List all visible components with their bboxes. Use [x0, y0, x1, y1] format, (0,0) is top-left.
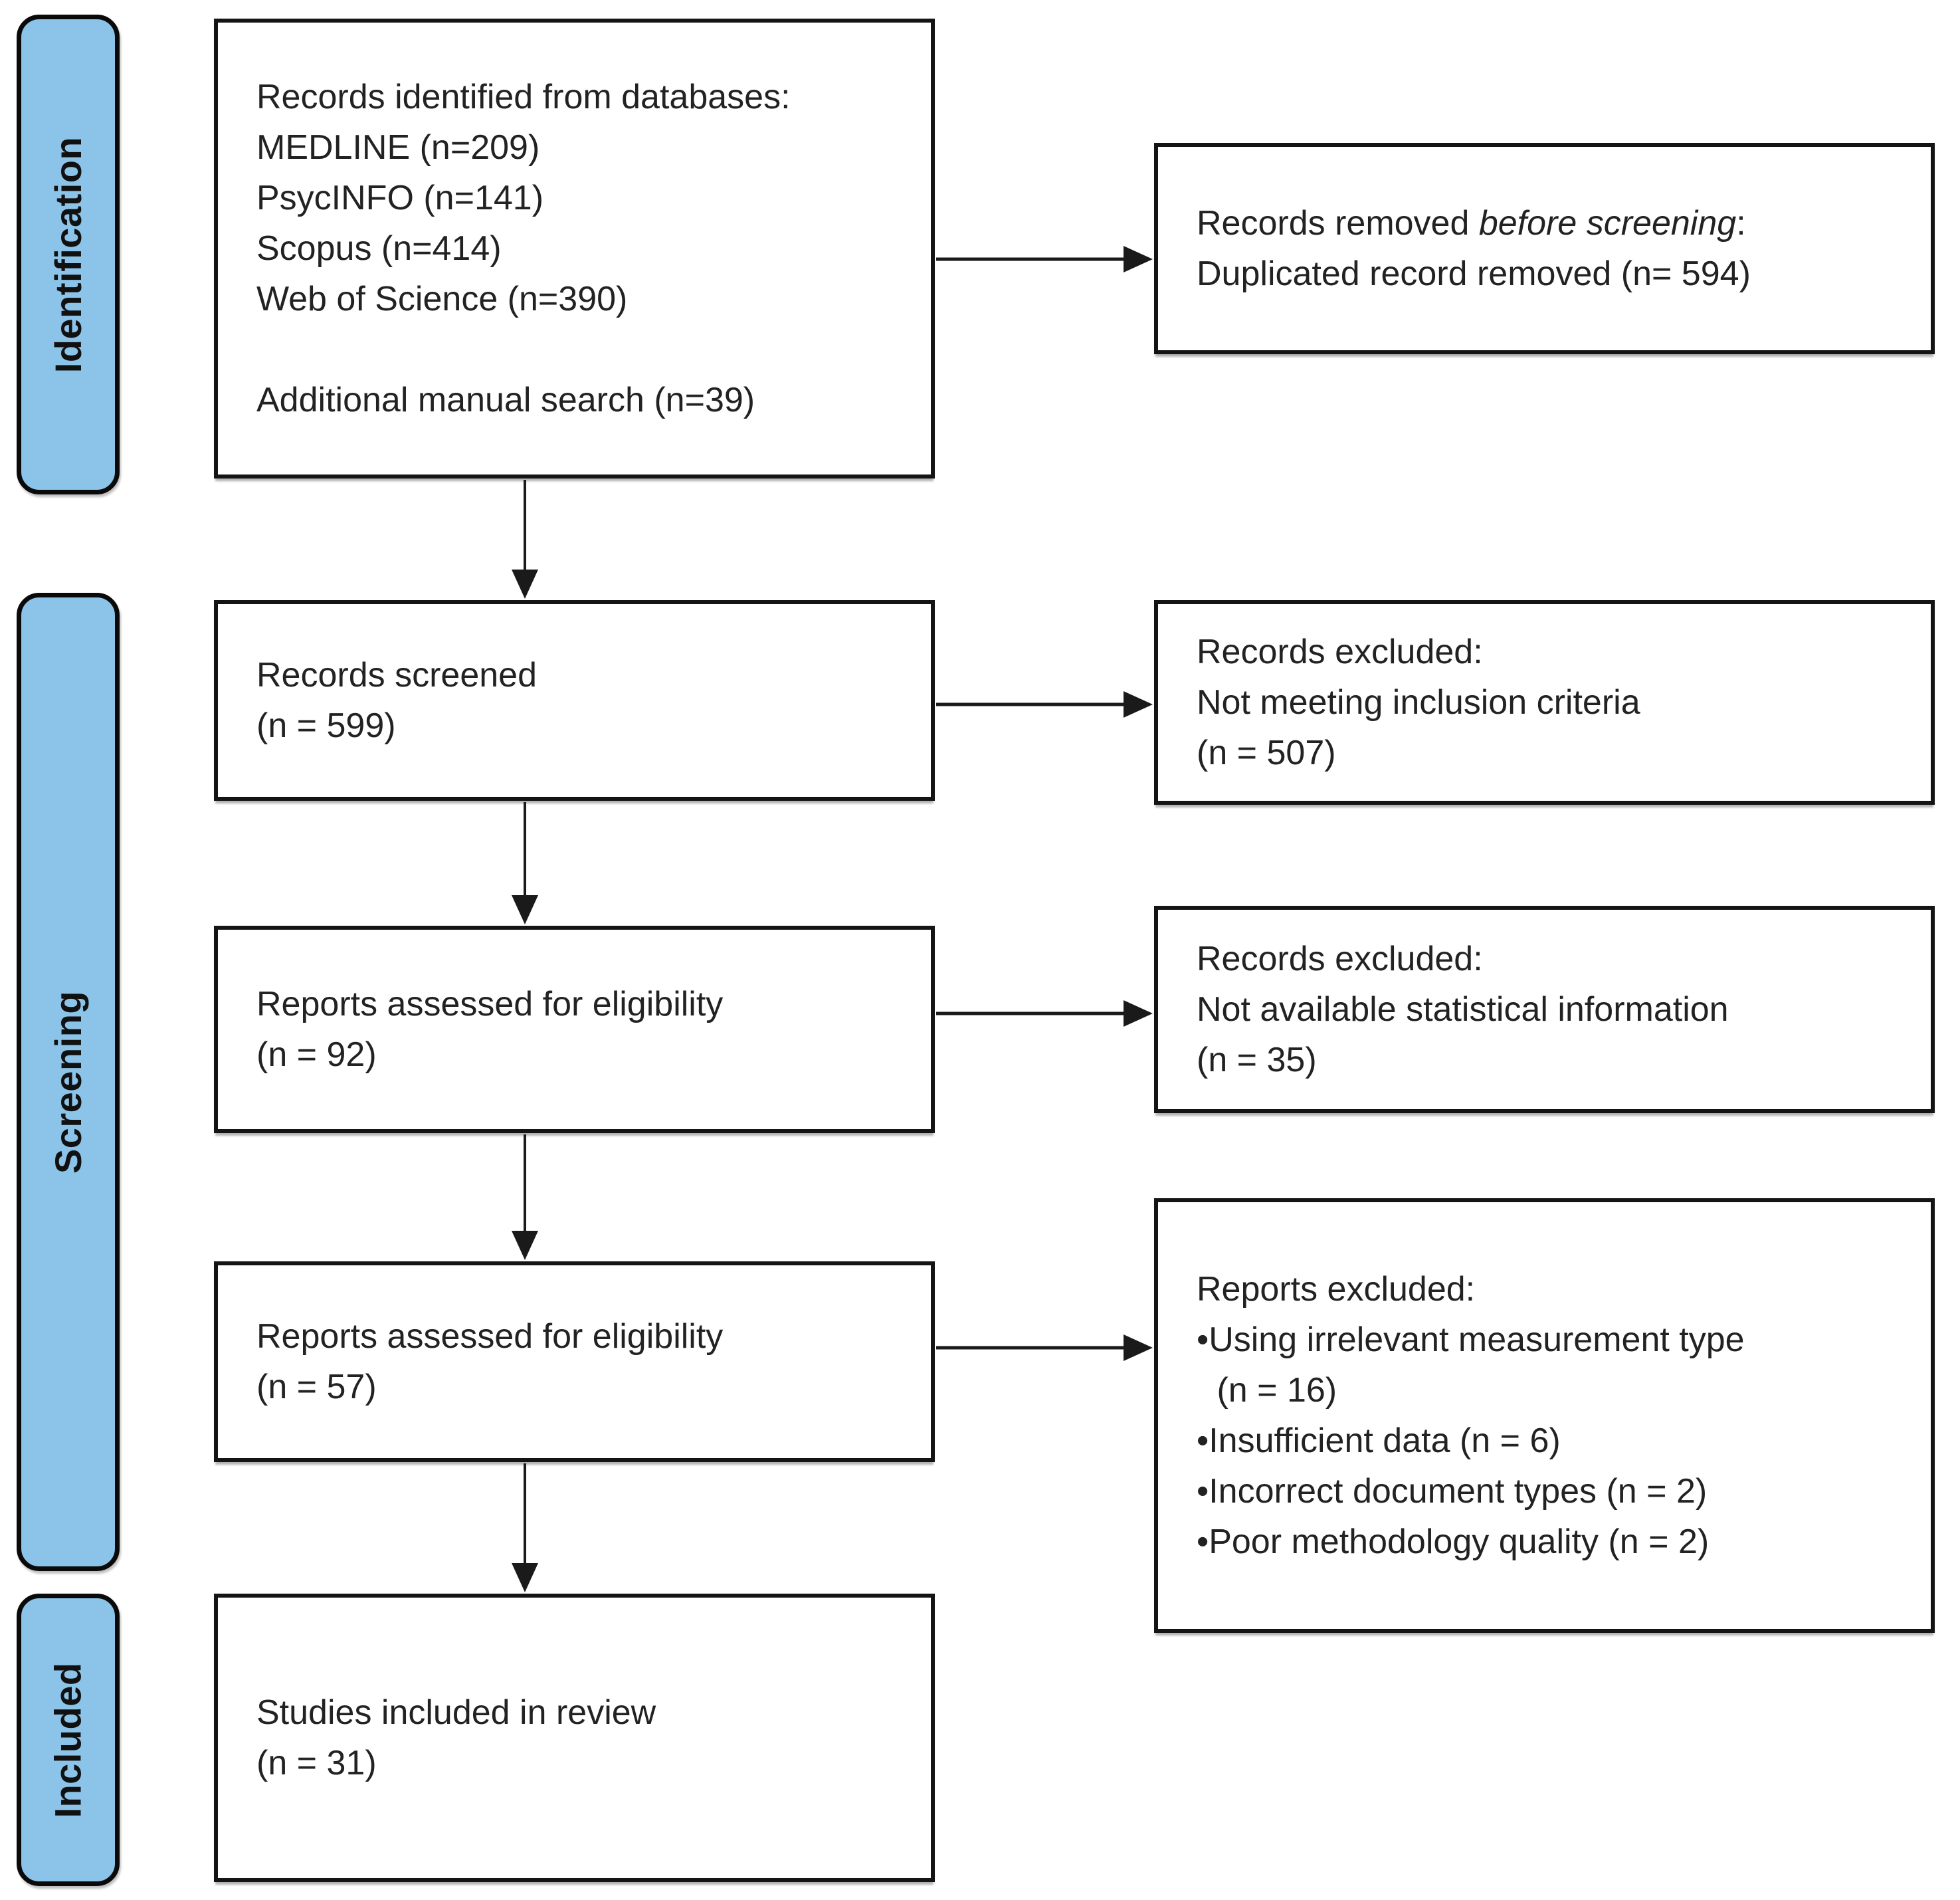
box-line: Not available statistical information — [1197, 990, 1729, 1029]
box-line: •Insufficient data (n = 6) — [1197, 1422, 1561, 1460]
box-line: (n = 31) — [256, 1744, 377, 1782]
arrow-shaft — [524, 1463, 526, 1564]
arrow-down-assessed57-to-included — [512, 1463, 538, 1592]
flow-box-records-identified: Records identified from databases: MEDLI… — [214, 19, 935, 478]
arrow-shaft — [524, 802, 526, 897]
box-line: (n = 16) — [1207, 1371, 1337, 1410]
arrow-down-identified-to-screened — [512, 480, 538, 599]
box-line: Reports assessed for eligibility — [256, 985, 724, 1023]
stage-label-screening-text: Screening — [47, 990, 90, 1174]
stage-label-identification: Identification — [17, 15, 120, 494]
arrow-head-right-icon — [1124, 1334, 1153, 1361]
box-line: Records excluded: — [1197, 940, 1483, 978]
arrow-head-right-icon — [1124, 246, 1153, 272]
box-line: (n = 92) — [256, 1035, 377, 1074]
arrow-shaft — [524, 1134, 526, 1232]
box-line: •Incorrect document types (n = 2) — [1197, 1472, 1708, 1511]
box-line: (n = 599) — [256, 706, 396, 745]
flow-box-records-screened: Records screened (n = 599) — [214, 600, 935, 801]
stage-label-included-text: Included — [47, 1661, 90, 1818]
arrow-shaft — [936, 1011, 1126, 1015]
arrow-head-down-icon — [512, 570, 538, 599]
box-line: •Using irrelevant measurement type — [1197, 1320, 1745, 1359]
box-line: Records identified from databases: — [256, 78, 791, 116]
arrow-shaft — [936, 702, 1126, 706]
box-line: Reports excluded: — [1197, 1270, 1476, 1309]
arrow-shaft — [524, 480, 526, 571]
arrow-shaft — [936, 1346, 1126, 1350]
stage-label-identification-text: Identification — [47, 136, 90, 373]
arrow-right-to-not-meeting-criteria — [936, 691, 1153, 718]
arrow-head-down-icon — [512, 1563, 538, 1592]
exclusion-box-reports-excluded: Reports excluded: •Using irrelevant meas… — [1154, 1198, 1935, 1633]
exclusion-box-removed-before-screening: Records removed before screening: Duplic… — [1154, 143, 1935, 354]
stage-label-screening: Screening — [17, 593, 120, 1571]
box-line: Studies included in review — [256, 1693, 656, 1732]
stage-label-included: Included — [17, 1594, 120, 1886]
box-line: Web of Science (n=390) — [256, 280, 628, 318]
box-line: •Poor methodology quality (n = 2) — [1197, 1523, 1710, 1561]
line-text-italic: before screening — [1478, 204, 1737, 243]
arrow-shaft — [936, 257, 1126, 261]
box-line: Records screened — [256, 656, 537, 694]
box-line: Scopus (n=414) — [256, 229, 502, 268]
arrow-right-to-reports-excluded — [936, 1334, 1153, 1361]
box-line: (n = 507) — [1197, 734, 1336, 772]
box-line: Records excluded: — [1197, 633, 1483, 671]
box-line: (n = 57) — [256, 1368, 377, 1406]
arrow-head-right-icon — [1124, 1000, 1153, 1027]
flow-box-studies-included: Studies included in review (n = 31) — [214, 1594, 935, 1882]
arrow-head-down-icon — [512, 895, 538, 924]
flow-box-reports-assessed-57: Reports assessed for eligibility (n = 57… — [214, 1261, 935, 1462]
box-line: MEDLINE (n=209) — [256, 128, 540, 167]
arrow-head-down-icon — [512, 1231, 538, 1260]
box-line: (n = 35) — [1197, 1041, 1317, 1079]
arrow-right-to-no-statistical-info — [936, 1000, 1153, 1027]
box-line: Not meeting inclusion criteria — [1197, 683, 1640, 722]
arrow-down-assessed92-to-assessed57 — [512, 1134, 538, 1260]
exclusion-box-no-statistical-info: Records excluded: Not available statisti… — [1154, 906, 1935, 1113]
box-line: Additional manual search (n=39) — [256, 381, 755, 419]
flow-box-reports-assessed-92: Reports assessed for eligibility (n = 92… — [214, 926, 935, 1133]
line-text: Records removed — [1197, 204, 1479, 243]
arrow-head-right-icon — [1124, 691, 1153, 718]
box-line: Duplicated record removed (n= 594) — [1197, 255, 1751, 293]
box-line: PsycINFO (n=141) — [256, 179, 544, 217]
arrow-right-to-removed-before-screening — [936, 246, 1153, 272]
line-text: : — [1736, 204, 1746, 243]
box-line: Records removed before screening: — [1197, 198, 1907, 249]
exclusion-box-not-meeting-criteria: Records excluded: Not meeting inclusion … — [1154, 600, 1935, 805]
box-line: Reports assessed for eligibility — [256, 1317, 724, 1356]
arrow-down-screened-to-assessed92 — [512, 802, 538, 924]
